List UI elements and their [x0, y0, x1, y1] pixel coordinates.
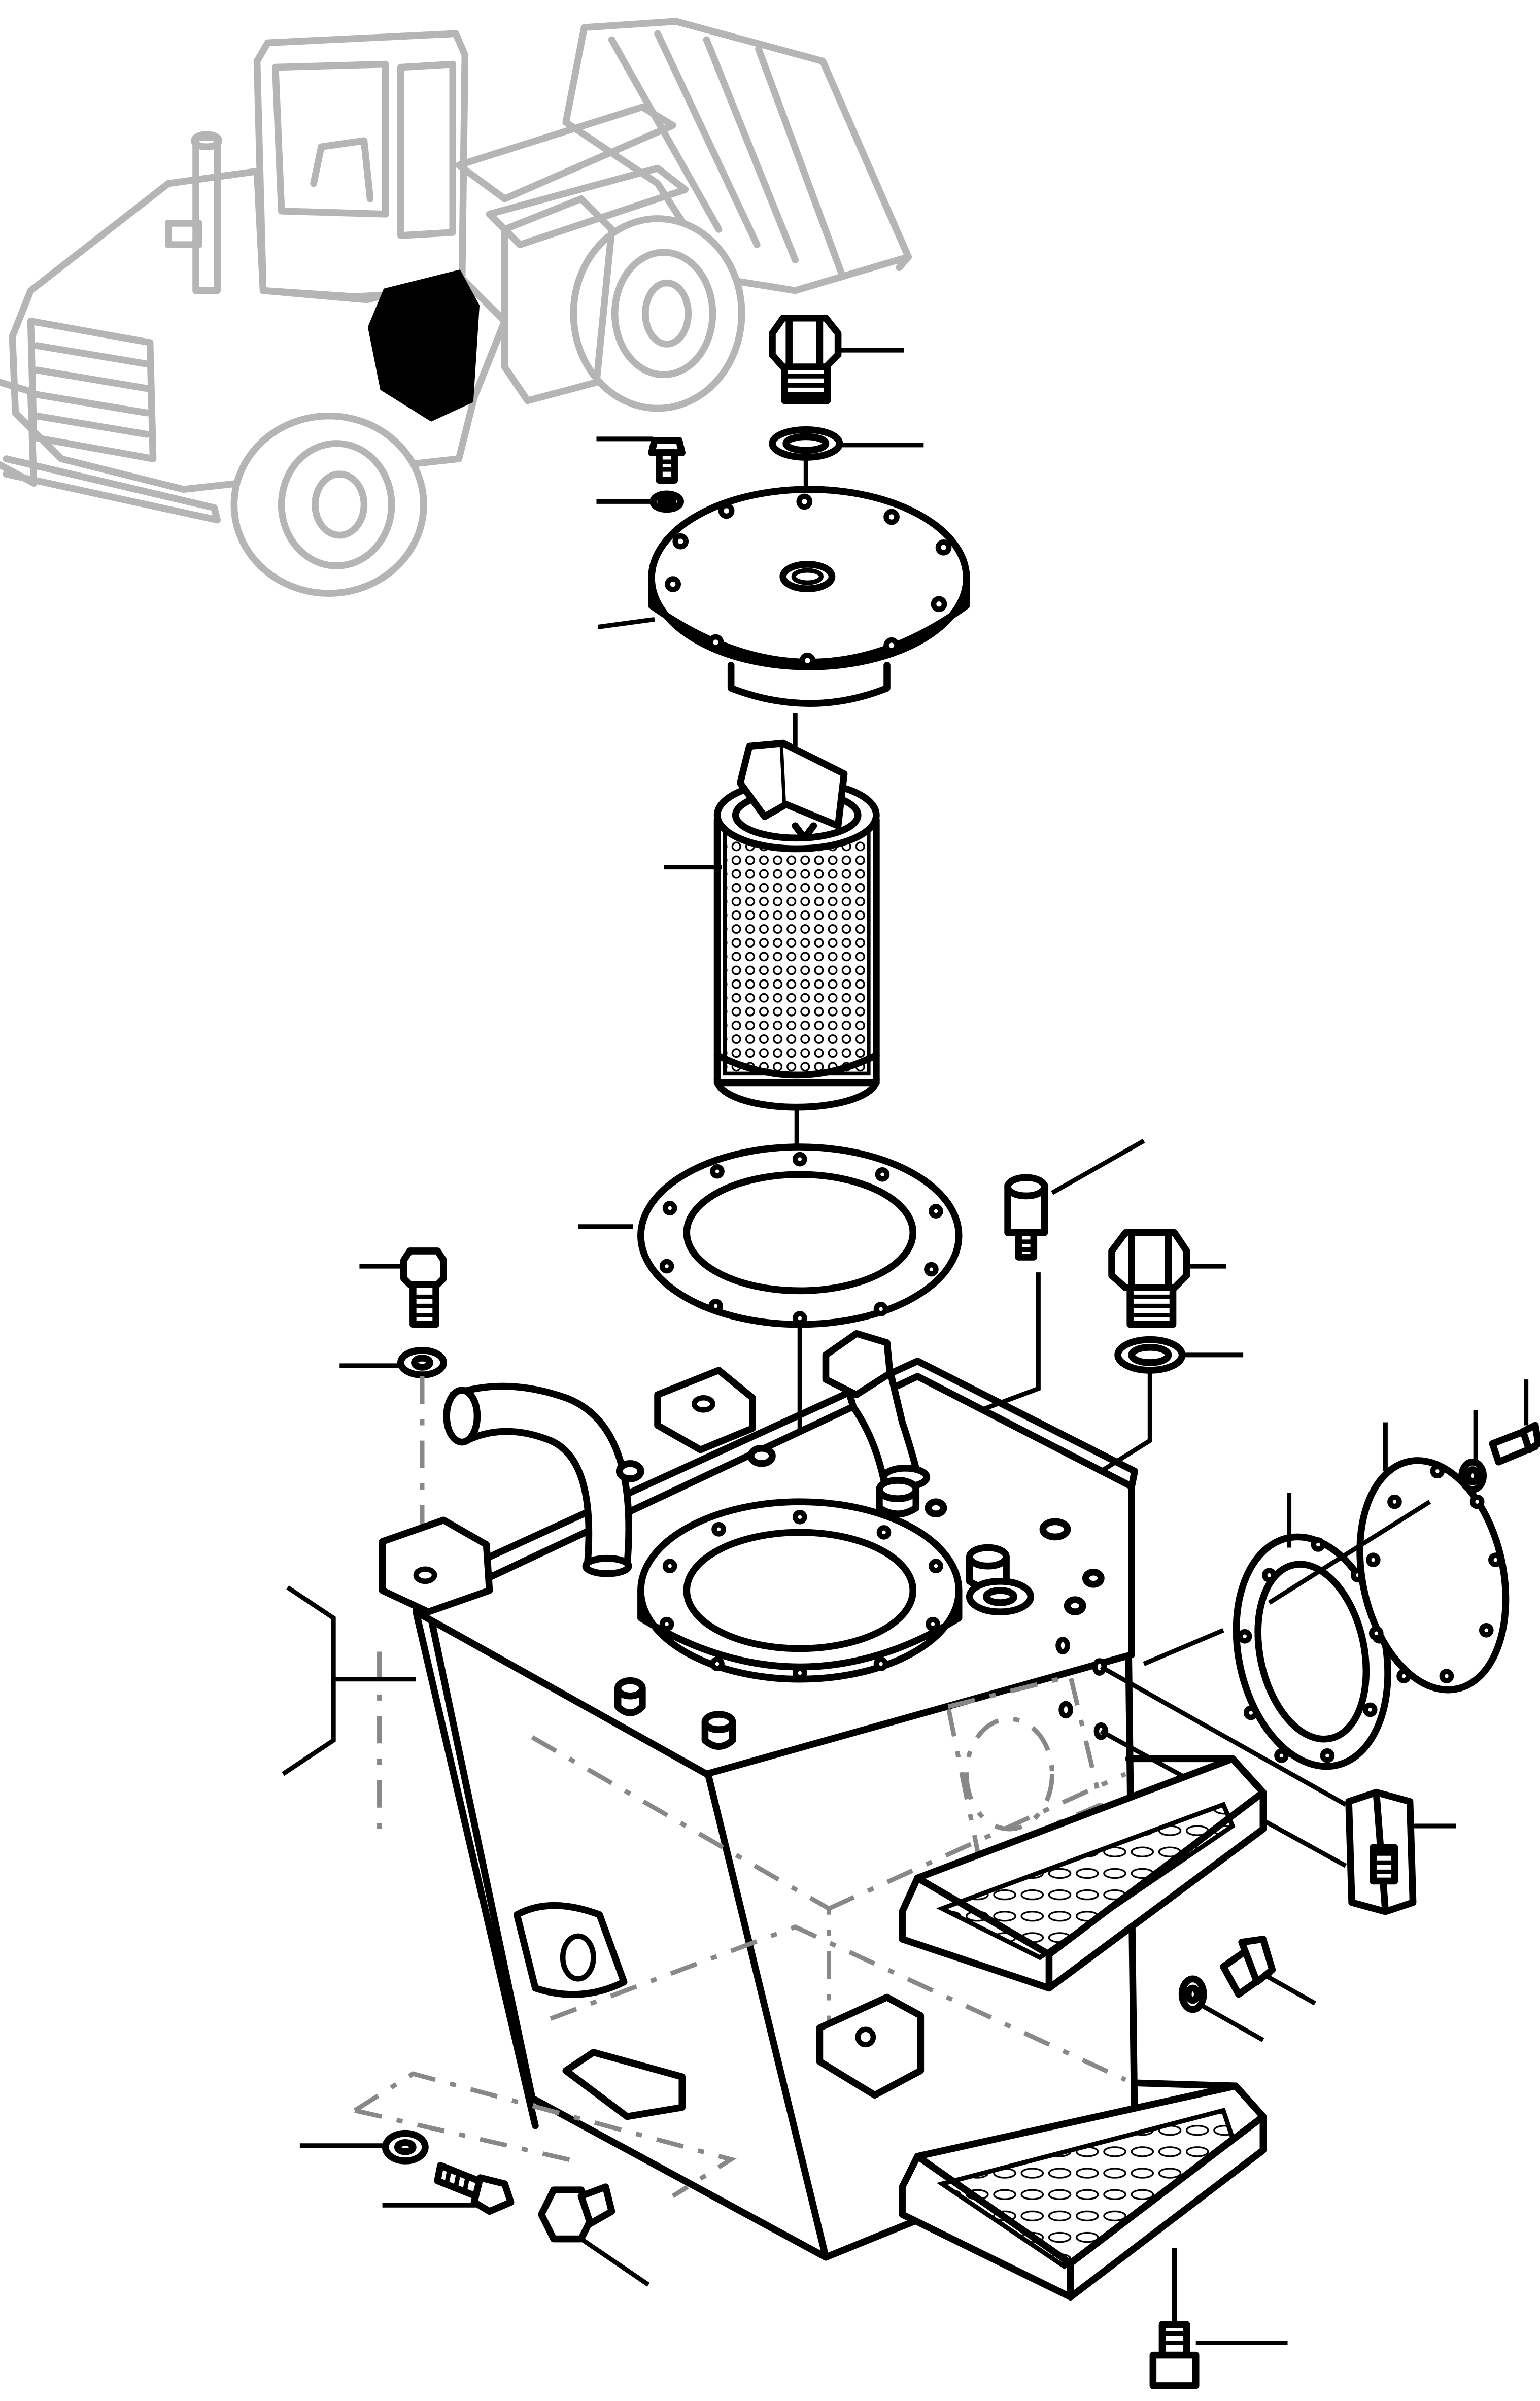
side-cover	[1268, 1422, 1510, 1694]
drain-valve	[1149, 2248, 1288, 2389]
filter-cover	[597, 486, 970, 750]
wheel-loader-icon	[0, 18, 912, 597]
cover-washer	[596, 490, 684, 513]
filter-gasket	[578, 1143, 963, 1591]
drain-plug	[538, 2183, 650, 2287]
bottom-washer	[299, 2129, 429, 2165]
tank-location-highlight	[367, 269, 480, 422]
side-washer	[1458, 1410, 1487, 1493]
upper-step	[899, 1755, 1267, 1992]
plug-top	[769, 315, 904, 404]
side-cover-gasket	[1143, 1493, 1391, 1770]
hydraulic-tank	[282, 1330, 1138, 2261]
step-washer	[1178, 1975, 1264, 2042]
plug-tank	[1108, 1229, 1226, 1328]
lower-step	[899, 2079, 1267, 2301]
bolt-left	[359, 1247, 447, 1328]
breather	[922, 1139, 1145, 1434]
side-screw	[1489, 1379, 1540, 1466]
bottom-screw	[382, 2162, 515, 2215]
level-sight-glass	[1100, 1665, 1456, 1915]
filter-element	[664, 739, 880, 1163]
cover-screw	[596, 436, 686, 484]
step-bolt	[1220, 1936, 1316, 2006]
